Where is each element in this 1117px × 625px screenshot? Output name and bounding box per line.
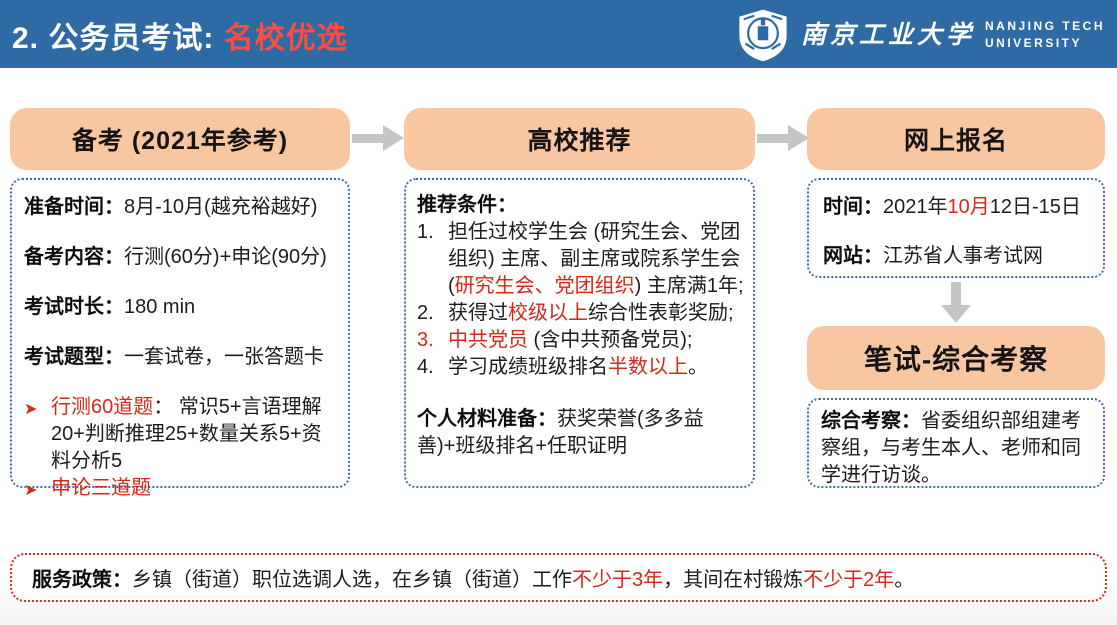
policy-text-c: 。	[894, 569, 915, 591]
prep-bullet-xingce: ➤ 行测60道题： 常识5+言语理解20+判断推理25+数量关系5+资料分析5	[24, 394, 340, 475]
recommend-conditions-label: 推荐条件：	[417, 194, 517, 216]
recommend-condition-1: 1. 担任过校学生会 (研究生会、党团组织) 主席、副主席或院系学生会 (研究生…	[417, 219, 745, 300]
university-name-en-line2: UNIVERSITY	[984, 36, 1082, 50]
arrow-right-icon	[757, 125, 809, 151]
register-details-box: 时间：2021年10月12日-15日 网站：江苏省人事考试网	[807, 178, 1105, 278]
register-time-b: 12日-15日	[989, 196, 1081, 218]
condition-4-number: 4.	[417, 356, 434, 378]
flow-step-exam-label: 笔试-综合考察	[863, 344, 1049, 375]
prep-row-format-label: 考试题型：	[24, 346, 124, 368]
prep-row-time-label: 准备时间：	[24, 196, 124, 218]
university-crest-icon	[739, 9, 787, 62]
condition-1-red: 研究生会、党团组织	[454, 275, 635, 297]
policy-text-b: ，其间在村锻炼	[663, 569, 804, 591]
university-name-en-line1: NANJING TECH	[984, 19, 1105, 34]
arrow-bullet-icon: ➤	[24, 401, 38, 418]
flow-step-register: 网上报名	[807, 108, 1105, 170]
flow-step-prep: 备考 (2021年参考)	[10, 108, 350, 170]
flow-step-recommend: 高校推荐	[404, 108, 755, 170]
recommend-details-box: 推荐条件： 1. 担任过校学生会 (研究生会、党团组织) 主席、副主席或院系学生…	[404, 178, 755, 488]
flow-step-prep-label: 备考 (2021年参考)	[71, 127, 289, 155]
register-time-label: 时间：	[823, 196, 883, 218]
page-title-highlight: 名校优选	[223, 22, 348, 55]
register-site-label: 网站：	[823, 245, 883, 267]
prep-bullet-shenlun-red: 申论三道题	[51, 477, 151, 499]
prep-row-time: 准备时间：8月-10月(越充裕越好)	[24, 194, 340, 221]
flow-step-exam: 笔试-综合考察	[807, 326, 1105, 390]
prep-row-content: 备考内容：行测(60分)+申论(90分)	[24, 244, 340, 271]
condition-4-text-b: 。	[688, 356, 708, 378]
exam-details-box: 综合考察：省委组织部组建考察组，与考生本人、老师和同学进行访谈。	[807, 398, 1105, 488]
prep-bullet-shenlun: ➤ 申论三道题	[24, 475, 340, 504]
register-time-red: 10月	[947, 196, 990, 218]
top-bar	[0, 0, 1117, 68]
flow-step-register-label: 网上报名	[903, 127, 1008, 155]
condition-4-red: 半数以上	[608, 356, 688, 378]
university-name-cn: 南京工业大学	[800, 21, 975, 49]
inspect-text: 省委组织部组建考察组，与考生本人、老师和同学进行访谈。	[821, 410, 1081, 486]
university-name-en: NANJING TECH UNIVERSITY	[985, 18, 1105, 52]
recommend-condition-3: 3. 中共党员 (含中共预备党员);	[417, 327, 745, 354]
prep-bullet-xingce-rest: ： 常识5+言语理解20+判断推理25+数量关系5+资料分析5	[51, 396, 322, 472]
prep-bullet-xingce-red: 行测60道题	[51, 396, 154, 418]
prep-row-format: 考试题型：一套试卷，一张答题卡	[24, 344, 340, 371]
materials-row: 个人材料准备：获奖荣誉(多多益善)+班级排名+任职证明	[417, 406, 745, 460]
inspect-label: 综合考察：	[821, 410, 921, 432]
prep-row-duration: 考试时长：180 min	[24, 294, 340, 321]
prep-row-duration-value: 180 min	[124, 296, 196, 318]
materials-text: 获奖荣誉(多多益善)+班级排名+任职证明	[417, 408, 704, 457]
prep-row-duration-label: 考试时长：	[24, 296, 124, 318]
page-title-prefix: 2. 公务员考试:	[12, 22, 224, 55]
register-site-text: 江苏省人事考试网	[883, 245, 1043, 267]
condition-2-red: 校级以上	[508, 302, 588, 324]
register-site-row: 网站：江苏省人事考试网	[823, 243, 1095, 270]
prep-row-content-value: 行测(60分)+申论(90分)	[124, 246, 327, 268]
condition-2-text-b: 综合性表彰奖励;	[588, 302, 734, 324]
condition-3-red: 中共党员	[448, 329, 528, 351]
service-policy-box: 服务政策：乡镇（街道）职位选调人选，在乡镇（街道）工作不少于3年，其间在村锻炼不…	[10, 553, 1107, 602]
page-title: 2. 公务员考试: 名校优选	[12, 13, 348, 57]
policy-label: 服务政策：	[32, 569, 132, 591]
condition-4-text-a: 学习成绩班级排名	[448, 356, 608, 378]
register-time-row: 时间：2021年10月12日-15日	[823, 194, 1095, 221]
recommend-condition-4: 4. 学习成绩班级排名半数以上。	[417, 354, 745, 381]
condition-3-number: 3.	[417, 329, 434, 351]
policy-red-1: 不少于3年	[572, 569, 664, 591]
prep-row-content-label: 备考内容：	[24, 246, 124, 268]
condition-2-number: 2.	[417, 302, 434, 324]
prep-row-time-value: 8月-10月(越充裕越好)	[124, 196, 318, 218]
condition-2-text-a: 获得过	[448, 302, 508, 324]
flow-step-recommend-label: 高校推荐	[527, 127, 632, 155]
condition-1-text-a: 担任过校学生会 (研究生会、党团组织) 主席、副主席或院系学生会 (	[448, 221, 741, 297]
recommend-condition-2: 2. 获得过校级以上综合性表彰奖励;	[417, 300, 745, 327]
prep-row-format-value: 一套试卷，一张答题卡	[124, 346, 324, 368]
condition-1-number: 1.	[417, 221, 434, 243]
condition-1-text-b: ) 主席满1年;	[634, 275, 744, 297]
policy-red-2: 不少于2年	[803, 569, 895, 591]
arrow-right-icon	[352, 125, 404, 151]
condition-3-text-b: (含中共预备党员);	[528, 329, 693, 351]
university-logo: 南京工业大学 NANJING TECH UNIVERSITY	[735, 5, 1105, 65]
prep-details-box: 准备时间：8月-10月(越充裕越好) 备考内容：行测(60分)+申论(90分) …	[10, 178, 350, 499]
register-time-a: 2021年	[883, 196, 948, 218]
materials-label: 个人材料准备：	[417, 408, 557, 430]
policy-text-a: 乡镇（街道）职位选调人选，在乡镇（街道）工作	[132, 569, 572, 591]
arrow-down-icon	[941, 282, 971, 323]
arrow-bullet-icon: ➤	[24, 482, 38, 499]
